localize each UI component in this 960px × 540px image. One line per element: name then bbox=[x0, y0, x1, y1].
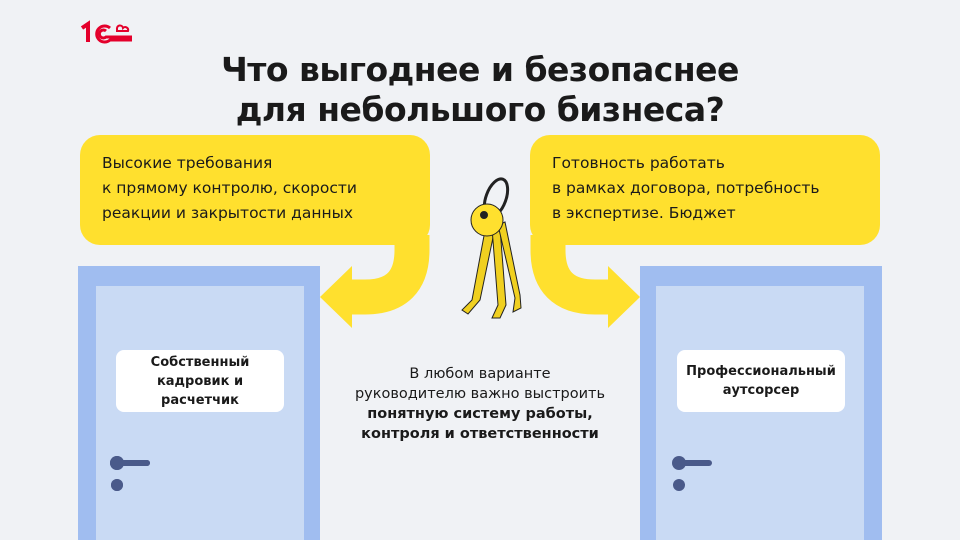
bubble-line: реакции и закрытости данных bbox=[102, 204, 353, 222]
right-arrow-tail bbox=[530, 235, 620, 315]
left-door-label: Собственный кадровик и расчетчик bbox=[116, 350, 284, 412]
label-line: аутсорсер bbox=[722, 383, 800, 398]
note-bold-line: контроля и ответственности bbox=[361, 426, 599, 442]
note-bold-line: понятную систему работы, bbox=[367, 406, 593, 422]
bubble-line: Высокие требования bbox=[102, 154, 273, 172]
bubble-line: в рамках договора, потребность bbox=[552, 179, 820, 197]
keys-icon bbox=[461, 177, 522, 319]
center-note: В любом варианте руководителю важно выст… bbox=[300, 364, 660, 444]
left-door bbox=[96, 286, 304, 540]
bubble-line: к прямому контролю, скорости bbox=[102, 179, 358, 197]
label-line: Собственный bbox=[150, 354, 250, 370]
title-line: Что выгоднее и безопаснее bbox=[221, 50, 739, 89]
note-line: руководителю важно выстроить bbox=[354, 386, 606, 402]
brand-logo bbox=[80, 20, 134, 53]
left-arrow-head bbox=[320, 266, 352, 328]
bubble-line: Готовность работать bbox=[552, 154, 725, 172]
right-door bbox=[656, 286, 864, 540]
left-door-handle-icon bbox=[110, 456, 150, 491]
right-arrow-head bbox=[608, 266, 640, 328]
right-door-label: Профессиональный аутсорсер bbox=[677, 350, 845, 412]
bubble-line: в экспертизе. Бюджет bbox=[552, 204, 736, 222]
right-bubble: Готовность работать в рамках договора, п… bbox=[530, 135, 880, 245]
label-line: Профессиональный bbox=[686, 364, 836, 379]
title-line: для небольшого бизнеса? bbox=[235, 90, 725, 129]
left-bubble: Высокие требования к прямому контролю, с… bbox=[80, 135, 430, 245]
page-title: Что выгоднее и безопаснее для небольшого… bbox=[0, 50, 960, 130]
left-arrow-tail bbox=[340, 235, 430, 315]
note-line: В любом варианте bbox=[409, 366, 551, 382]
label-line: кадровик и расчетчик bbox=[156, 373, 244, 408]
